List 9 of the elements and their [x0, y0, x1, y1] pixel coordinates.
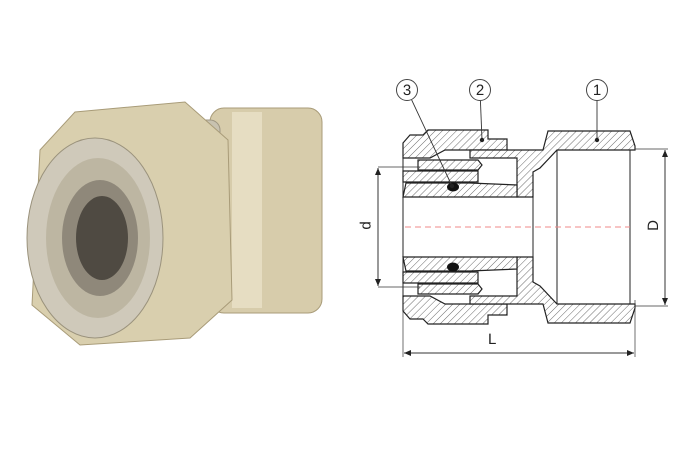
leader-line [411, 100, 454, 188]
dimension-label: L [488, 332, 496, 347]
leader-line [480, 100, 484, 142]
callout-number: 2 [469, 79, 491, 101]
dimension-label: d [358, 221, 374, 230]
callout-number: 3 [396, 79, 418, 101]
dimension-label: D [646, 220, 661, 231]
callout-number: 1 [586, 79, 608, 101]
leader-line [594, 100, 600, 142]
